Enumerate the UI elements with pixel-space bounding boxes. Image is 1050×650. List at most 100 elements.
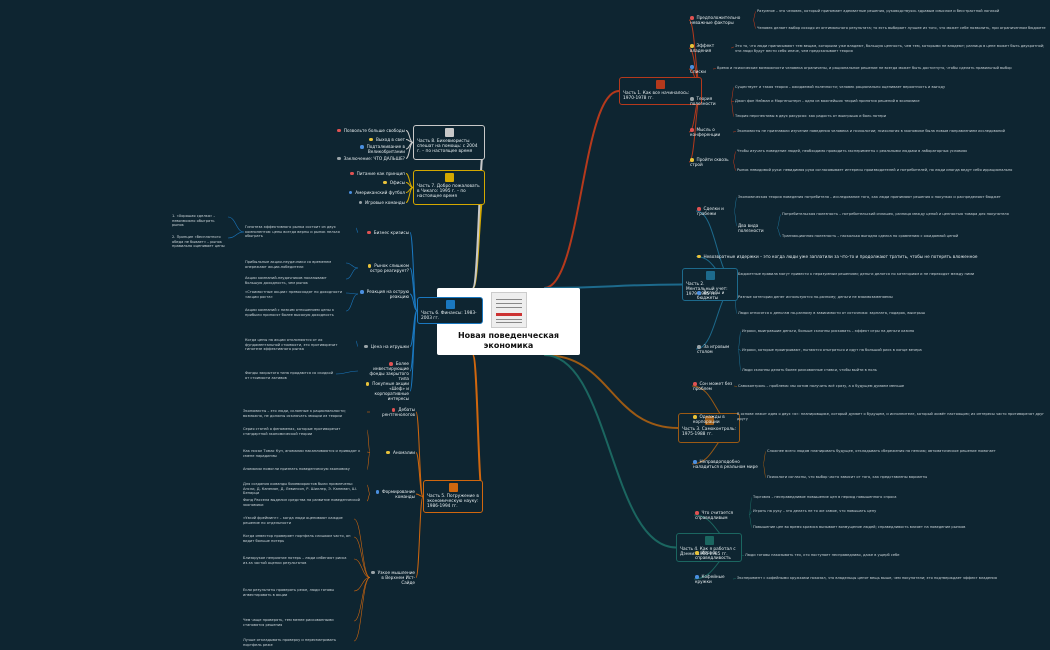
part-node-8[interactable]: Часть 8. Бихевиористы спешат на помощь: … <box>413 125 485 160</box>
leaf-note[interactable]: Играть на руку – это делать не то же сам… <box>753 509 877 513</box>
leaf-note[interactable]: Если результаты проверять реже, люди гот… <box>243 588 335 597</box>
leaf-note[interactable]: Игроки, которые проигрывают, пытаются от… <box>742 348 922 352</box>
branch-topic[interactable]: Эффект владения <box>690 43 730 53</box>
book-icon <box>448 483 458 492</box>
leaf-connector <box>776 214 782 229</box>
branch-topic[interactable]: Узкое мышление в Верхнем Ист-Сайде <box>371 570 415 585</box>
part-node-1[interactable]: Часть 1. Как все начиналось: 1970-1978 г… <box>619 77 702 105</box>
branch-topic[interactable]: Заключение: ЧТО ДАЛЬШЕ? <box>335 156 405 161</box>
branch-label: Дебаты рентгенологов <box>382 407 415 417</box>
leaf-note[interactable]: Люди готовы наказывать тех, кто поступае… <box>745 553 900 557</box>
leaf-note[interactable]: Разные категории денег используются по-р… <box>738 295 893 299</box>
leaf-note[interactable]: Прибыльные акции-неудачники со временем … <box>245 260 332 269</box>
bullet-icon <box>690 16 694 20</box>
leaf-note[interactable]: Когда инвестор проверяет портфель слишко… <box>243 534 351 543</box>
branch-topic[interactable]: Аномалии <box>371 450 415 455</box>
leaf-note[interactable]: Разумное – это человек, который принимае… <box>757 9 1000 13</box>
branch-topic[interactable]: За игровым столом <box>697 344 737 354</box>
branch-topic[interactable]: Кофейные кружки <box>695 574 732 584</box>
part-node-6[interactable]: Часть 6. Финансы: 1983-2003 гг. <box>417 297 483 325</box>
bullet-icon <box>350 171 354 176</box>
branch-topic[interactable]: Цена на игрушки <box>359 344 409 349</box>
branch-topic[interactable]: Питание как принцип <box>335 171 405 176</box>
leaf-note[interactable]: Экономическая теория поведения потребите… <box>738 195 1001 199</box>
leaf-note[interactable]: Транзакционная полезность – насколько вы… <box>782 234 959 238</box>
leaf-note[interactable]: Фонд Рассела выделил средства на развити… <box>243 498 360 507</box>
leaf-note[interactable]: Люди склонны делать более рискованные ст… <box>742 368 877 372</box>
branch-topic[interactable]: Однажды в корпорации <box>693 414 732 424</box>
branch-topic[interactable]: Бизнес кризисы <box>359 230 409 235</box>
branch-topic[interactable]: Более инвестирующие фонды закрытого типа <box>359 361 409 381</box>
leaf-note[interactable]: Чтобы изучать поведение людей, необходим… <box>737 149 968 153</box>
branch-topic[interactable]: Неправдоподобно наладиться в реальном ми… <box>693 459 762 469</box>
leaf-note[interactable]: Экономисты не признавали изучение поведе… <box>737 129 1005 133</box>
leaf-note[interactable]: Существует и такая теория – ожидаемой по… <box>735 85 946 89</box>
leaf-note[interactable]: Потребительская полезность – потребитель… <box>782 212 1009 216</box>
branch-topic[interactable]: Позвольте больше свободы <box>335 128 405 133</box>
branch-topic[interactable]: Реакция на острую реакцию <box>359 289 409 299</box>
part-node-3[interactable]: Часть 3. Самоконтроль: 1975-1988 гг. <box>678 413 740 443</box>
leaf-note[interactable]: 1. «Хорошая сделка» – невозможно обыграт… <box>172 214 216 228</box>
leaf-note[interactable]: Самоконтроль – проблема: мы хотим получи… <box>738 384 905 388</box>
branch-topic[interactable]: Списки <box>690 64 712 74</box>
branch-topic[interactable]: Подталкивание в Великобритании <box>335 144 405 154</box>
part-node-4[interactable]: Часть 4. Как я работал с Дэнни: 1984-198… <box>676 533 742 562</box>
branch-topic[interactable]: Что считается справедливым <box>695 510 748 520</box>
part-node-5[interactable]: Часть 5. Погружение в экономическую наук… <box>423 480 483 513</box>
leaf-note[interactable]: Сложнее всего людям планировать будущее,… <box>767 449 996 453</box>
branch-topic[interactable]: Теория полезности <box>690 96 730 106</box>
leaf-note[interactable]: Игроки, выигравшие деньги, больше склонн… <box>742 329 915 333</box>
branch-topic[interactable]: Предположительно неважные факторы <box>690 15 752 25</box>
leaf-note[interactable]: Рынок невидимой руки: невидимая рука сог… <box>737 168 1013 172</box>
branch-topic[interactable]: Сон может без проблем <box>693 381 733 391</box>
leaf-note[interactable]: Экономисты – это люди, склонные к рацион… <box>243 409 346 418</box>
leaf-note[interactable]: Бюджетные правила могут привести к нераз… <box>738 272 975 276</box>
leaf-note[interactable]: Лучше откладывать проверку и пересматрив… <box>243 638 337 647</box>
bullet-icon <box>690 158 694 162</box>
leaf-note[interactable]: Акции компаний-неудачников показывают бо… <box>245 276 327 285</box>
leaf-note[interactable]: Когда цены на акции отклоняются от их фу… <box>245 338 338 352</box>
branch-topic[interactable]: Покупные акции «Шеф» и корпоративные инт… <box>359 381 409 401</box>
leaf-note[interactable]: Психологи согласны, что выбор часто зави… <box>767 475 928 479</box>
leaf-note[interactable]: Аномалии помогли признать поведенческую … <box>243 467 350 471</box>
leaf-note[interactable]: Это то, что люди приписывают тем вещам, … <box>735 44 1045 53</box>
part-node-2[interactable]: Часть 2. Ментальный учет: 1979-1985 гг. <box>682 268 738 301</box>
branch-topic[interactable]: Дебаты рентгенологов <box>371 407 415 417</box>
leaf-note[interactable]: Время и психические возможности человека… <box>717 66 1012 70</box>
branch-topic[interactable]: Офисы <box>335 180 405 185</box>
branch-topic[interactable]: Вклады и бюджеты <box>697 290 733 300</box>
leaf-note[interactable]: Теория перспективы в двух ракурсах: как … <box>735 114 887 118</box>
leaf-note[interactable]: Как писал Томас Кун, аномалии накапливаю… <box>243 449 361 458</box>
leaf-note[interactable]: В основе лежит идея о двух «я»: планиров… <box>737 412 1045 421</box>
leaf-note[interactable]: «Стоимостные акции» превосходят по доход… <box>245 290 343 299</box>
leaf-note[interactable]: Эксперимент с кофейными кружками показал… <box>737 576 997 580</box>
branch-connector <box>415 493 424 497</box>
branch-topic[interactable]: Невозвратные издержки – это когда люди у… <box>697 254 1040 259</box>
branch-topic[interactable]: Формирование команды <box>371 489 415 499</box>
leaf-note[interactable]: Серия статей о феноменах, которые против… <box>243 427 341 436</box>
branch-topic[interactable]: Игра в справедливость <box>695 550 740 560</box>
leaf-note[interactable]: Гипотеза эффективного рынка состоит из д… <box>245 225 340 239</box>
leaf-note[interactable]: Торговля – несправедливое повышение цен … <box>753 495 897 499</box>
leaf-note[interactable]: Близорукое неприятие потерь – люди избег… <box>243 556 347 565</box>
branch-topic[interactable]: Игровые команды <box>335 200 405 205</box>
leaf-note[interactable]: Для создания команды бихевиористов были … <box>243 482 357 496</box>
leaf-note[interactable]: Два вида полезности <box>738 222 764 233</box>
branch-topic[interactable]: Мысль о конференции <box>690 127 732 137</box>
leaf-note[interactable]: «Узкий фрейминг» – когда люди оценивают … <box>243 516 343 525</box>
branch-topic[interactable]: Сделки и грабежи <box>697 206 733 216</box>
branch-topic[interactable]: Выход в свет <box>335 137 405 142</box>
branch-topic[interactable]: Пройти сквозь строй <box>690 157 732 167</box>
leaf-note[interactable]: Чем чаще проверять, тем менее рискованны… <box>243 618 334 627</box>
branch-topic[interactable]: Рынок слишком остро реагирует? <box>359 263 409 273</box>
leaf-note[interactable]: Джон фон Нейман и Моргенштерн – одна из … <box>735 99 920 103</box>
leaf-note[interactable]: Фонды закрытого типа продаются со скидко… <box>245 371 334 380</box>
leaf-note[interactable]: Повышение цен во время кризиса вызывает … <box>753 525 966 529</box>
leaf-note[interactable]: Акции компаний с низким отношением цены … <box>245 308 335 317</box>
leaf-note[interactable]: 2. Принцип «бесплатного обеда не бывает»… <box>172 235 225 249</box>
part-node-7[interactable]: Часть 7. Добро пожаловать в Чикаго: 1995… <box>413 170 485 205</box>
branch-topic[interactable]: Американский футбол <box>335 190 405 195</box>
branch-label: Вклады и бюджеты <box>697 290 725 300</box>
leaf-note[interactable]: Человек делает выбор исходя из оптимальн… <box>757 26 1046 30</box>
leaf-note[interactable]: Люди относятся к деньгам по-разному в за… <box>738 311 925 315</box>
